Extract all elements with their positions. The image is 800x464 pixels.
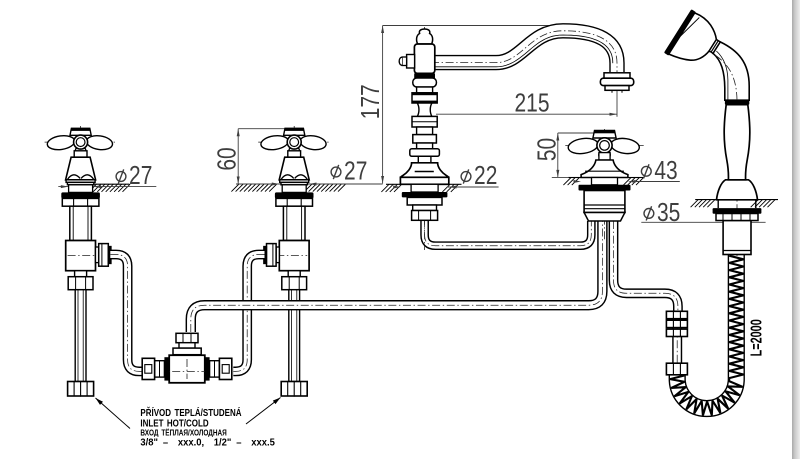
svg-text:3/8" – xxx.0, 1/2" – xxx.5: 3/8" – xxx.0, 1/2" – xxx.5 [140,437,275,449]
svg-text:ВХОД ТЁПЛАЯ/ХОЛОДНАЯ: ВХОД ТЁПЛАЯ/ХОЛОДНАЯ [140,428,226,438]
svg-text:60: 60 [212,147,240,170]
svg-text:215: 215 [515,88,550,116]
svg-text:22: 22 [474,161,497,189]
svg-text:L=2000: L=2000 [748,319,765,356]
svg-text:INLET HOT/COLD: INLET HOT/COLD [140,418,209,429]
svg-text:43: 43 [654,156,677,184]
svg-text:35: 35 [657,198,680,226]
svg-text:PŘÍVOD TEPLÁ/STUDENÁ: PŘÍVOD TEPLÁ/STUDENÁ [140,406,242,418]
svg-text:27: 27 [129,161,152,189]
svg-text:27: 27 [344,157,367,185]
svg-text:50: 50 [532,138,560,161]
svg-text:177: 177 [356,84,384,119]
